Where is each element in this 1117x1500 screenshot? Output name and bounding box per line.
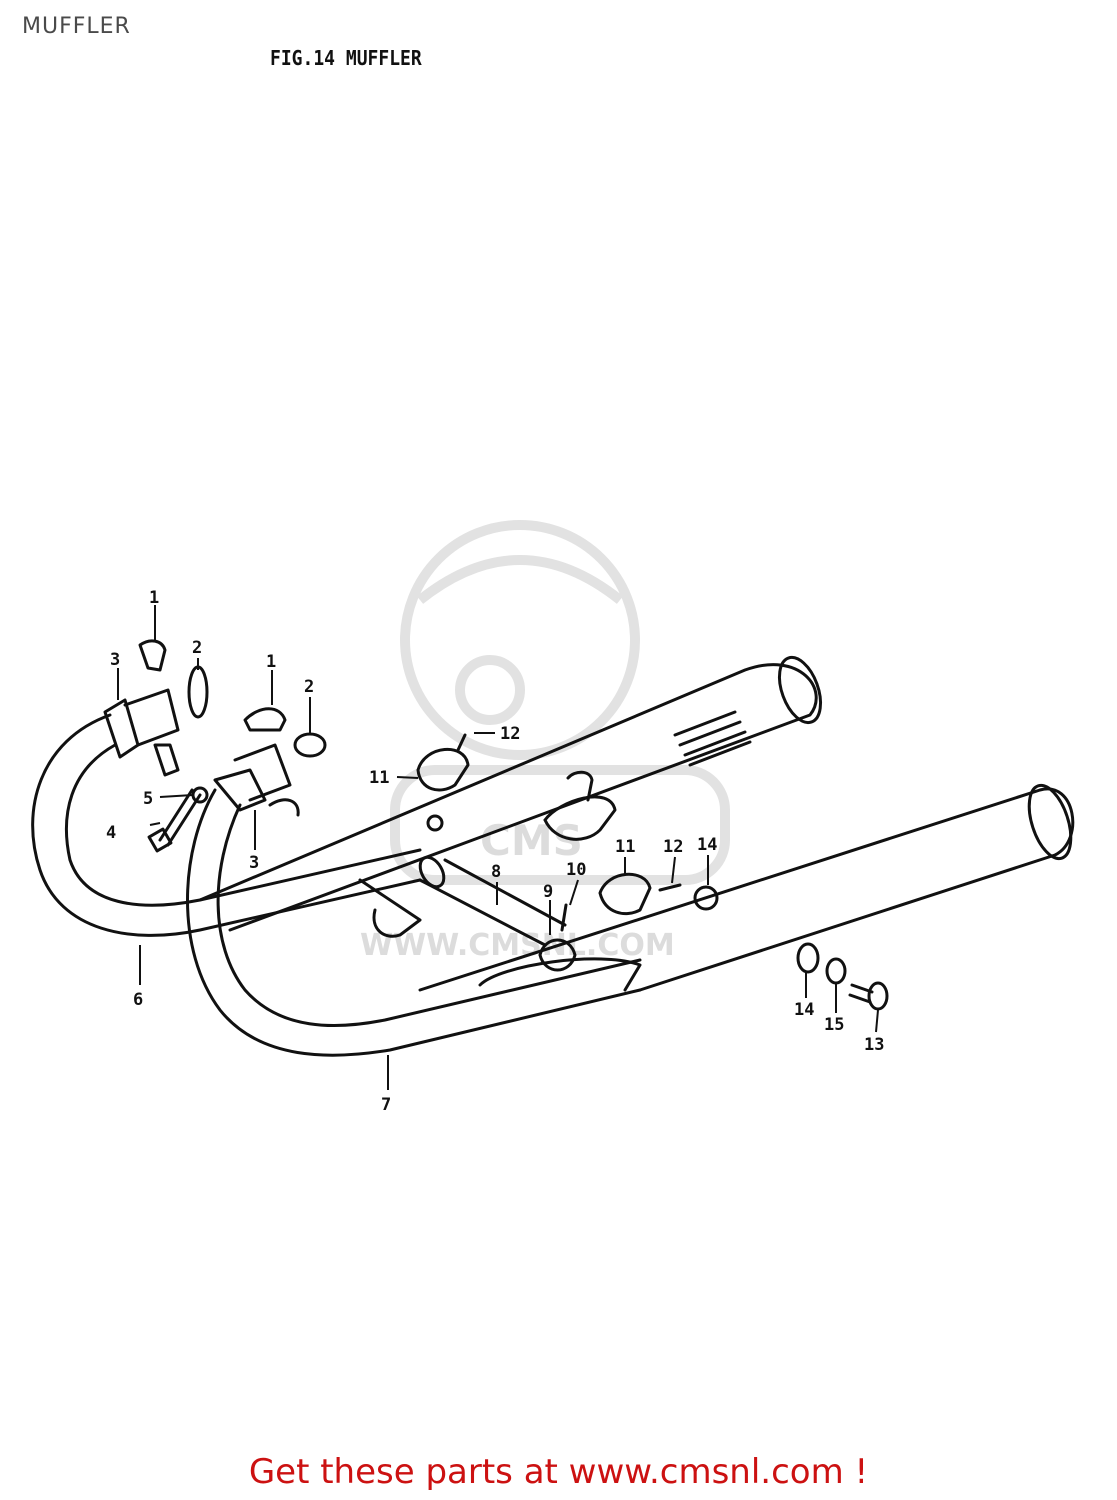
callout-1a: 1	[149, 588, 159, 608]
crossover-clamp-9	[538, 938, 577, 972]
bolt-12b	[658, 883, 682, 892]
watermark-helmet-arc	[416, 555, 624, 604]
gasket-2a	[187, 665, 209, 719]
bolt-12a	[456, 733, 467, 752]
get-parts-link[interactable]: Get these parts at www.cmsnl.com !	[248, 1452, 869, 1492]
joint-piece-1b	[243, 707, 287, 732]
joint-clamp-tab	[268, 798, 300, 817]
callout-10: 10	[566, 860, 586, 880]
leader-10	[569, 879, 579, 906]
watermark-brand: CMS	[480, 816, 583, 865]
washer-15	[825, 957, 847, 985]
watermark-banner	[390, 765, 730, 885]
leader-12b	[671, 856, 676, 884]
callout-6: 6	[133, 990, 143, 1010]
callout-13: 13	[864, 1035, 884, 1055]
page-label: MUFFLER	[22, 14, 131, 39]
upper-muffler-ribs	[673, 710, 752, 767]
callout-1b: 1	[266, 652, 276, 672]
exhaust-pipe-7	[186, 788, 642, 1057]
lower-muffler-body	[418, 787, 1075, 992]
watermark-logo	[390, 520, 730, 885]
mount-rubber-11a	[416, 748, 470, 792]
flange-piece	[153, 743, 180, 777]
callout-15: 15	[824, 1015, 844, 1035]
callout-14a: 14	[697, 835, 717, 855]
muffler-parts	[31, 639, 1075, 1057]
callout-12a: 12	[500, 724, 520, 744]
crossover-pipe-8	[418, 858, 567, 947]
bolt-13-head	[867, 981, 889, 1011]
leader-lines	[117, 605, 879, 1090]
exhaust-pipe-7-inner	[216, 803, 642, 1028]
callout-3a: 3	[110, 650, 120, 670]
callout-14b: 14	[794, 1000, 814, 1020]
joint-piece-1a	[138, 639, 167, 672]
leader-5	[159, 794, 194, 798]
upper-muffler-end	[777, 655, 823, 725]
upper-bracket-tab	[566, 770, 594, 802]
lower-muffler-end	[1027, 783, 1073, 861]
washer-14b	[796, 942, 820, 974]
washer-14a	[693, 885, 719, 911]
callout-8: 8	[491, 862, 501, 882]
exhaust-joint-b	[233, 743, 292, 802]
leader-13	[875, 1009, 879, 1033]
callout-2b: 2	[304, 677, 314, 697]
bolt-10	[560, 903, 568, 932]
callout-2a: 2	[192, 638, 202, 658]
callout-9: 9	[543, 882, 553, 902]
exhaust-joint-a	[123, 688, 180, 747]
callout-7: 7	[381, 1095, 391, 1115]
callout-3b: 3	[249, 853, 259, 873]
watermark-eye	[455, 655, 525, 725]
leader-4	[149, 822, 161, 826]
figure-title: FIG.14 MUFFLER	[270, 46, 422, 70]
upper-muffler-body	[198, 663, 818, 932]
center-stand-bracket	[358, 878, 422, 938]
lower-bracket	[478, 957, 642, 992]
mount-rubber-11b	[598, 872, 652, 916]
callout-4: 4	[106, 823, 116, 843]
exhaust-pipe-6-inner	[64, 743, 422, 907]
callout-labels: 1 2 3 1 2 3 4 5 6 7 8 9 10 11 12 11 12 1…	[106, 588, 884, 1115]
leader-11a	[396, 776, 419, 779]
bolt-4-head	[147, 827, 173, 853]
nut-upper	[426, 814, 444, 832]
crossover-pipe-end	[418, 855, 446, 889]
exhaust-pipe-6	[31, 713, 422, 937]
joint-clamp-3b	[213, 768, 267, 812]
callout-11a: 11	[369, 768, 389, 788]
callout-5: 5	[143, 789, 153, 809]
callout-11b: 11	[615, 837, 635, 857]
upper-bracket	[543, 795, 617, 841]
gasket-2b	[293, 732, 327, 758]
callout-12b: 12	[663, 837, 683, 857]
watermark-head-circle	[400, 520, 640, 760]
